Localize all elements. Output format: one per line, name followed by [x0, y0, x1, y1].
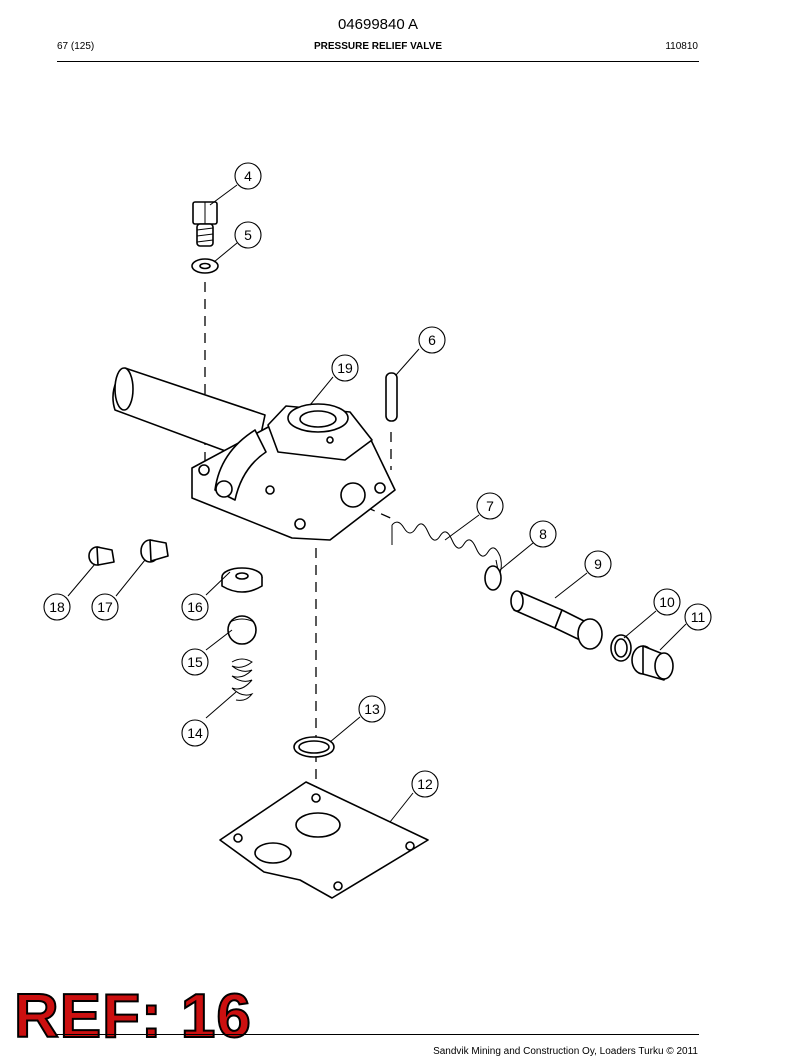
callout-10: 10	[653, 588, 681, 616]
washer-part	[191, 258, 219, 274]
pin-part	[385, 372, 398, 422]
footer-copyright: Sandvik Mining and Construction Oy, Load…	[433, 1046, 698, 1057]
svg-text:6: 6	[428, 332, 436, 348]
callout-12: 12	[411, 770, 439, 798]
callout-8: 8	[529, 520, 557, 548]
callout-14: 14	[181, 719, 209, 747]
callout-9: 9	[584, 550, 612, 578]
page-number: 67 (125)	[57, 41, 95, 52]
svg-text:5: 5	[244, 227, 252, 243]
svg-text:19: 19	[337, 360, 353, 376]
callout-15: 15	[181, 648, 209, 676]
valve-body-part	[112, 367, 396, 541]
date-code: 110810	[665, 41, 698, 52]
svg-text:13: 13	[364, 701, 380, 717]
svg-text:8: 8	[539, 526, 547, 542]
callout-4: 4	[234, 162, 262, 190]
svg-text:15: 15	[187, 654, 203, 670]
svg-text:11: 11	[691, 609, 706, 625]
svg-text:14: 14	[187, 725, 203, 741]
callout-7: 7	[476, 492, 504, 520]
header-divider	[57, 61, 699, 62]
callout-11: 11	[684, 603, 712, 631]
plug-small-part	[88, 546, 115, 566]
o-ring-part	[610, 634, 632, 662]
svg-text:16: 16	[187, 599, 203, 615]
piston-part	[510, 590, 603, 650]
small-spring-part	[231, 658, 254, 701]
reference-stamp: REF: 16	[13, 982, 252, 1051]
callout-19: 19	[331, 354, 359, 382]
svg-text:10: 10	[659, 594, 675, 610]
svg-text:4: 4	[244, 168, 252, 184]
plug-part	[631, 645, 674, 681]
callout-5: 5	[234, 221, 262, 249]
callout-17: 17	[91, 593, 119, 621]
svg-text:17: 17	[97, 599, 113, 615]
plug-small-part	[140, 539, 169, 563]
ball-part	[227, 615, 257, 645]
footer-divider	[57, 1034, 699, 1035]
svg-text:9: 9	[594, 556, 602, 572]
callout-6: 6	[418, 326, 446, 354]
callout-16: 16	[181, 593, 209, 621]
callout-13: 13	[358, 695, 386, 723]
o-ring-part	[293, 736, 335, 758]
document-number: 04699840 A	[337, 16, 419, 33]
callout-18: 18	[43, 593, 71, 621]
svg-text:7: 7	[486, 498, 494, 514]
ring-part	[221, 567, 263, 593]
bolt-part	[192, 201, 218, 247]
spring-part	[391, 521, 502, 581]
svg-text:18: 18	[49, 599, 65, 615]
gasket-part	[219, 781, 429, 899]
page-title: PRESSURE RELIEF VALVE	[314, 41, 442, 52]
spring-seat-part	[484, 565, 502, 591]
svg-text:12: 12	[417, 776, 433, 792]
